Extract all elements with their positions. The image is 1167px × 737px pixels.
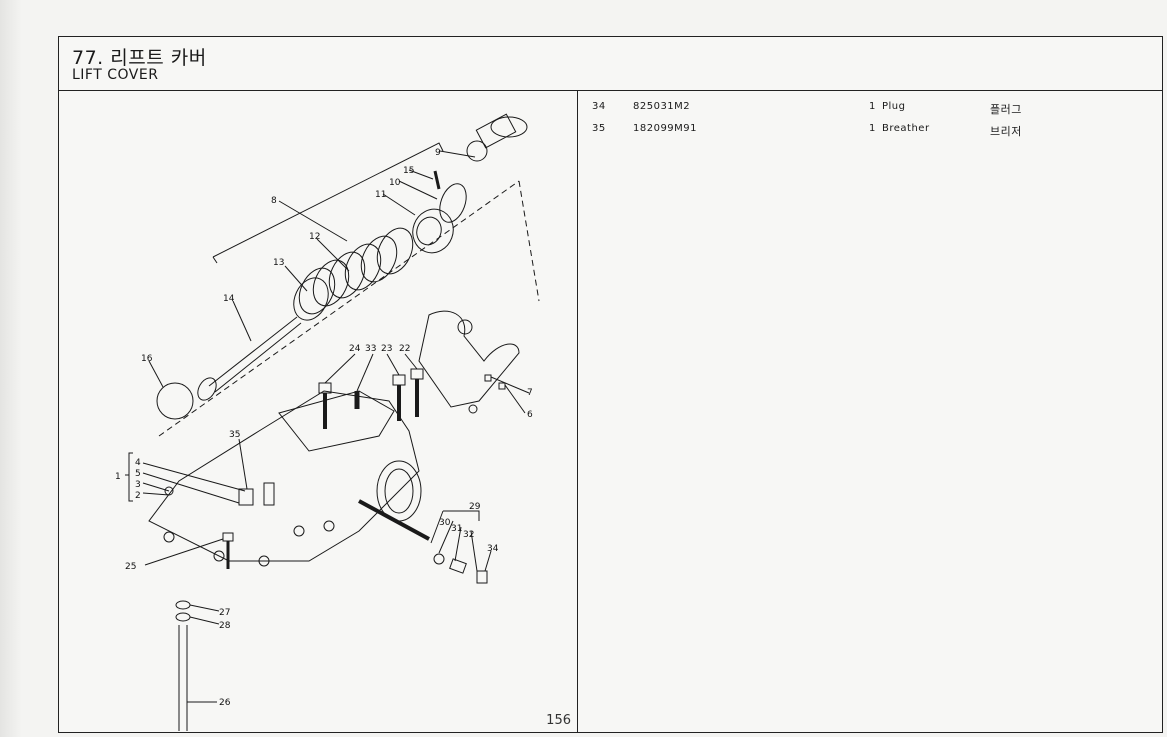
lift-cover-housing [148,390,422,567]
callout-30: 30 [439,518,451,528]
callout-24: 24 [349,344,361,354]
item-number: 34 [592,101,606,112]
callout-29: 29 [469,502,481,512]
callout-5: 5 [135,469,141,479]
part-number: 182099M91 [633,123,698,134]
page-header: 77. 리프트 카버 LIFT COVER [59,37,1162,91]
callout-25: 25 [125,562,136,572]
callout-1: 1 [115,472,121,482]
spring-12 [298,227,414,315]
callout-6: 6 [527,410,533,420]
callout-26: 26 [219,698,231,708]
page-binding-edge [0,0,22,737]
section-title-english: LIFT COVER [72,67,159,83]
parts-list-row: 35 182099M91 1 Breather 브리저 [578,123,1162,141]
lift-cover-exploded-diagram: 9 15 10 11 8 12 13 14 16 24 33 23 22 7 6… [115,113,540,731]
callout-8: 8 [271,196,277,206]
catalog-page: 77. 리프트 카버 LIFT COVER [58,36,1163,733]
callout-11: 11 [375,190,386,200]
quantity: 1 [869,123,876,134]
callout-15: 15 [403,166,414,176]
lift-arm [418,310,520,414]
section-title-korean: 77. 리프트 카버 [72,47,207,69]
exploded-view-panel: 9 15 10 11 8 12 13 14 16 24 33 23 22 7 6… [59,91,578,732]
callout-35: 35 [229,430,240,440]
cylinder-plug-9 [466,113,528,162]
callout-7: 7 [527,388,533,398]
callout-34: 34 [487,544,499,554]
callout-27: 27 [219,608,230,618]
part-description-korean: 플러그 [990,103,1022,116]
callout-28: 28 [219,621,231,631]
part-description: Plug [882,101,906,112]
callout-12: 12 [309,232,320,242]
callout-3: 3 [135,480,141,490]
callout-33: 33 [365,344,376,354]
callout-13: 13 [273,258,284,268]
callout-32: 32 [463,530,474,540]
callout-10: 10 [389,178,401,188]
quantity: 1 [869,101,876,112]
part-description: Breather [882,123,930,134]
parts-list: 34 825031M2 1 Plug 플러그 35 182099M91 1 Br… [578,91,1162,732]
rod-14 [197,316,302,401]
callout-2: 2 [135,491,141,501]
callout-31: 31 [451,524,462,534]
bolts-22-24 [318,368,424,429]
callout-4: 4 [135,458,141,468]
item-number: 35 [592,123,606,134]
stud-26 [175,600,191,731]
page-number: 156 [546,713,571,728]
parts-list-row: 34 825031M2 1 Plug 플러그 [578,101,1162,119]
callout-22: 22 [399,344,410,354]
callout-14: 14 [223,294,235,304]
part-description-korean: 브리저 [990,125,1022,138]
part-number: 825031M2 [633,101,691,112]
callout-9: 9 [435,148,441,158]
callout-23: 23 [381,344,392,354]
callout-16: 16 [141,354,153,364]
